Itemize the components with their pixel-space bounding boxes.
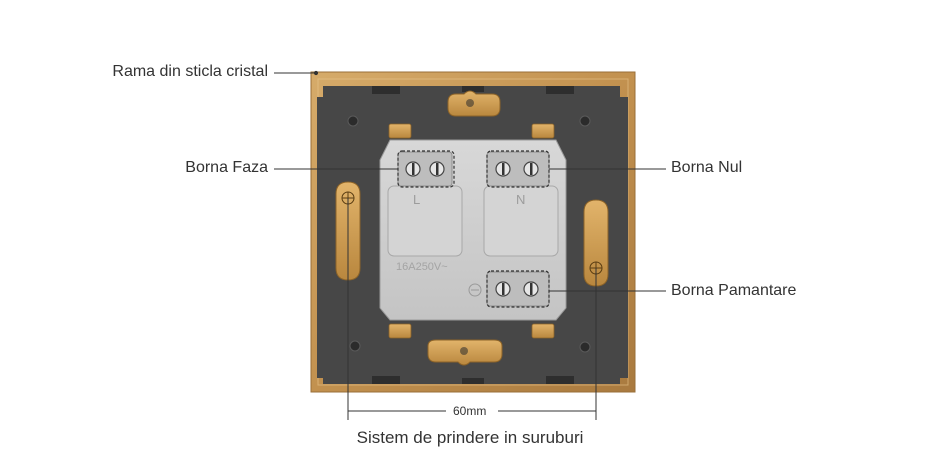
label-phase-terminal: Borna Faza bbox=[185, 159, 268, 176]
module-rating: 16A250V~ bbox=[396, 261, 448, 273]
module-letter-n: N bbox=[516, 192, 525, 207]
leader-lines bbox=[274, 70, 666, 292]
label-dimension: 60mm bbox=[453, 404, 487, 418]
ground-terminal bbox=[468, 271, 550, 307]
socket-module: L N 16A250V~ bbox=[379, 139, 567, 321]
module-letter-l: L bbox=[413, 192, 420, 207]
phase-terminal bbox=[397, 151, 453, 187]
screw-slot-right bbox=[583, 199, 609, 287]
ground-highlight bbox=[486, 270, 550, 308]
label-ground-terminal: Borna Pamantare bbox=[671, 282, 797, 299]
label-crystal-frame: Rama din sticla cristal bbox=[112, 63, 268, 80]
label-mounting-system: Sistem de prindere in suruburi bbox=[356, 428, 584, 447]
neutral-terminal bbox=[486, 151, 550, 187]
screw-slot-top bbox=[447, 90, 501, 117]
label-neutral-terminal: Borna Nul bbox=[671, 159, 743, 176]
module-clips bbox=[388, 123, 555, 339]
ground-symbol-icon bbox=[468, 283, 482, 297]
screw-slot-bottom bbox=[427, 339, 503, 366]
dimension-marker bbox=[347, 198, 597, 420]
neutral-highlight bbox=[486, 150, 550, 188]
